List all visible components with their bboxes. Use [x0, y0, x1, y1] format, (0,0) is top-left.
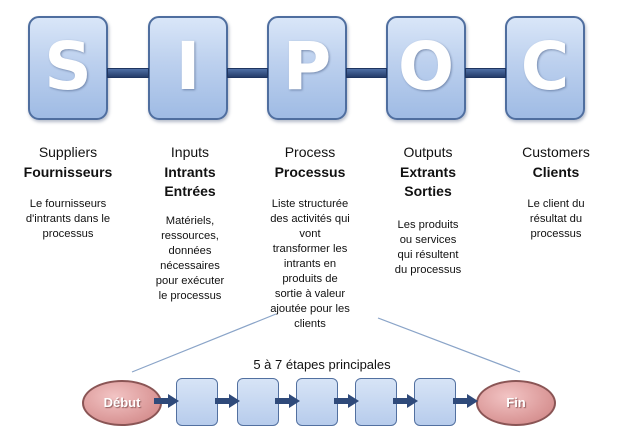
description-line: intrants en [283, 258, 337, 270]
connector-i-p [227, 68, 268, 78]
column-description: Le fournisseurs d'intrants dans le proce… [18, 197, 118, 242]
description-line: Liste structurée [271, 198, 349, 210]
arrow-right-icon [275, 394, 300, 408]
arrow-right-icon [154, 394, 179, 408]
description-line: processus [42, 228, 94, 240]
description-line: Le client du [527, 198, 585, 210]
description-line: données [168, 245, 212, 257]
column-english-label: Process [284, 144, 336, 160]
end-label: Fin [506, 395, 526, 410]
letter-c: C [520, 28, 570, 105]
description-line: transformer les [272, 243, 348, 255]
guide-line-left [131, 313, 277, 373]
column-english-label: Customers [522, 144, 590, 160]
column-french-label: Fournisseurs [23, 164, 113, 180]
arrow-right-icon [215, 394, 240, 408]
description-line: nécessaires [160, 260, 220, 272]
description-line: pour exécuter [155, 275, 225, 287]
description-line: sortie à valeur [274, 288, 346, 300]
description-line: le processus [158, 290, 222, 302]
column-english-label: Inputs [170, 144, 210, 160]
column-description: Matériels, ressources, données nécessair… [140, 214, 240, 304]
column-french-label-2: Sorties [404, 183, 452, 199]
step-box-4 [355, 378, 397, 426]
connector-o-c [465, 68, 506, 78]
start-oval: Début [82, 380, 162, 426]
column-description: Le client du résultat du processus [506, 197, 606, 242]
letter-i: I [175, 28, 201, 105]
letter-box-o: O [386, 16, 466, 120]
description-line: processus [530, 228, 582, 240]
column-description: Liste structurée des activités qui vont … [258, 197, 362, 332]
description-line: vont [299, 228, 321, 240]
start-label: Début [103, 395, 141, 410]
column-french-label: Extrants [399, 164, 457, 180]
steps-label: 5 à 7 étapes principales [253, 357, 391, 372]
description-line: Matériels, [165, 215, 215, 227]
arrow-right-icon [334, 394, 359, 408]
letter-box-c: C [505, 16, 585, 120]
description-line: d'intrants dans le [25, 213, 111, 225]
description-line: du processus [394, 264, 462, 276]
column-french-label: Clients [532, 164, 580, 180]
step-box-1 [176, 378, 218, 426]
connector-s-i [107, 68, 149, 78]
step-box-2 [237, 378, 279, 426]
description-line: Les produits [397, 219, 459, 231]
description-line: produits de [282, 273, 338, 285]
description-line: ou services [399, 234, 457, 246]
description-line: qui résultent [397, 249, 459, 261]
description-line: des activités qui [270, 213, 350, 225]
column-description: Les produits ou services qui résultent d… [378, 218, 478, 278]
column-french-label: Intrants [164, 164, 216, 180]
connector-p-o [346, 68, 387, 78]
description-line: clients [294, 318, 326, 330]
step-box-3 [296, 378, 338, 426]
letter-box-i: I [148, 16, 228, 120]
step-box-5 [414, 378, 456, 426]
description-line: ressources, [161, 230, 219, 242]
column-french-label: Processus [274, 164, 346, 180]
column-english-label: Suppliers [38, 144, 98, 160]
description-line: Le fournisseurs [29, 198, 107, 210]
column-french-label-2: Entrées [164, 183, 216, 199]
letter-s: S [44, 28, 92, 105]
arrow-right-icon [453, 394, 478, 408]
description-line: ajoutée pour les [270, 303, 350, 315]
letter-p: P [282, 28, 332, 105]
guide-line-right [377, 317, 521, 373]
end-oval: Fin [476, 380, 556, 426]
column-english-label: Outputs [403, 144, 453, 160]
letter-o: O [397, 28, 455, 105]
description-line: résultat du [529, 213, 583, 225]
arrow-right-icon [393, 394, 418, 408]
letter-box-s: S [28, 16, 108, 120]
